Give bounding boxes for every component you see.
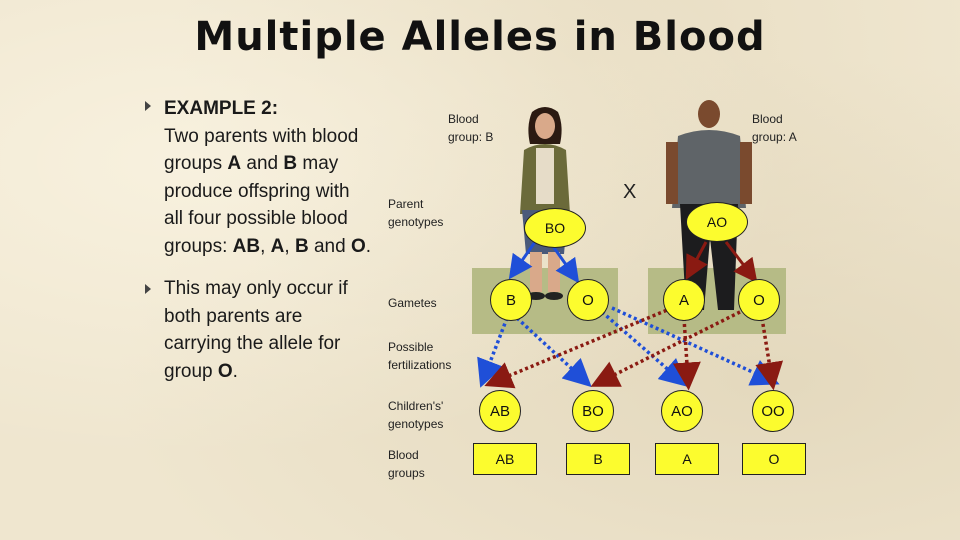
blood-group-box: AB [473, 443, 537, 475]
gamete-circle: B [490, 279, 532, 321]
child-genotype-circle: AO [661, 390, 703, 432]
arrow-mother-to-b [514, 242, 535, 272]
child-genotype-circle: OO [752, 390, 794, 432]
blood-group-box: O [742, 443, 806, 475]
arrow-father-to-o [726, 242, 752, 276]
fert-b-to-ab [484, 318, 507, 378]
arrow-father-to-a [690, 242, 706, 272]
child-genotype-circle: AB [479, 390, 521, 432]
gamete-circle: O [738, 279, 780, 321]
mother-genotype: BO [524, 208, 586, 248]
fert-b-to-bo [517, 318, 584, 380]
blood-group-box: B [566, 443, 630, 475]
gamete-circle: O [567, 279, 609, 321]
fert-a-to-ao [684, 318, 688, 380]
fert-o-to-oo-2 [762, 318, 772, 380]
gamete-circle: A [663, 279, 705, 321]
blood-group-box: A [655, 443, 719, 475]
child-genotype-circle: BO [572, 390, 614, 432]
father-genotype: AO [686, 202, 748, 242]
